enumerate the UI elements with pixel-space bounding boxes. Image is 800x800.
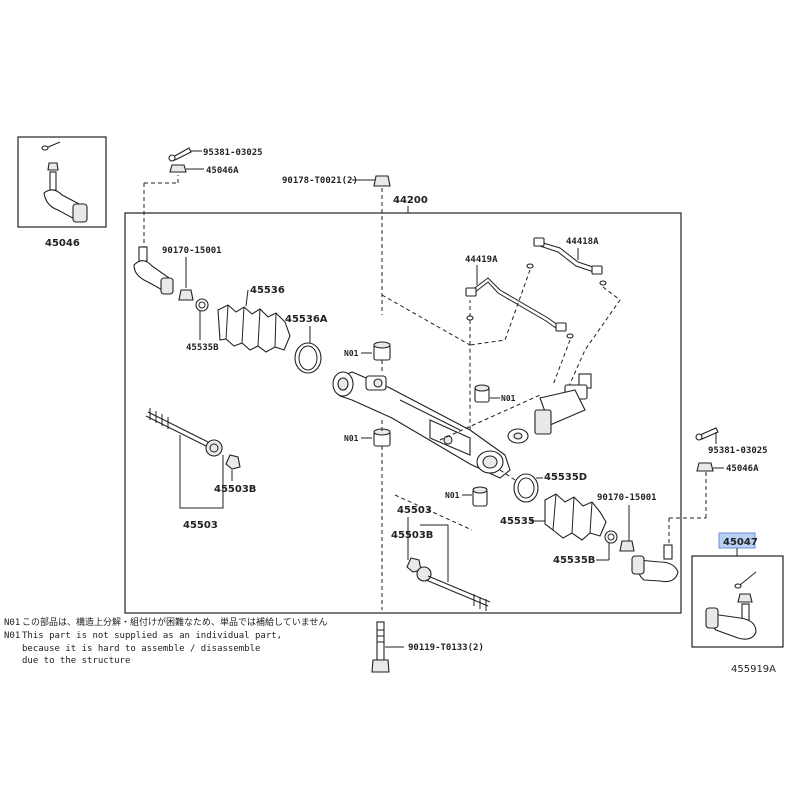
main-assembly-box [124, 212, 682, 614]
pipe-44418a-icon [526, 237, 607, 286]
label-45503-left[interactable]: 45503 [183, 520, 218, 531]
lock-washer-45503b-mid-icon [406, 557, 422, 573]
label-45046A-top[interactable]: 45046A [206, 166, 239, 176]
label-45535D[interactable]: 45535D [544, 472, 587, 483]
label-45047[interactable]: 45047 [723, 537, 758, 548]
tie-rod-end-left-icon [133, 246, 174, 295]
castle-nut-top-icon [169, 164, 187, 173]
cotter-pin-top-icon [168, 147, 192, 162]
note-line2-code: N01 [4, 631, 20, 641]
inset-box-45046 [17, 136, 107, 228]
label-95381-top[interactable]: 95381-03025 [203, 148, 263, 158]
tie-rod-45503-mid-icon [416, 566, 491, 611]
bolt-90119-icon [371, 621, 390, 673]
bushing-n01-a-icon [373, 341, 391, 361]
label-45503B-left[interactable]: 45503B [214, 484, 256, 495]
label-44418A[interactable]: 44418A [566, 237, 599, 247]
nut-90178-icon [373, 175, 391, 187]
label-45503B-mid[interactable]: 45503B [391, 530, 433, 541]
label-45535B-right[interactable]: 45535B [553, 555, 595, 566]
label-45046[interactable]: 45046 [45, 238, 80, 249]
label-n01-a[interactable]: N01 [344, 349, 359, 358]
label-44200[interactable]: 44200 [393, 195, 428, 206]
label-90178[interactable]: 90178-T0021(2) [282, 176, 358, 186]
bushing-n01-c-icon [474, 384, 490, 403]
label-45503-mid[interactable]: 45503 [397, 505, 432, 516]
lock-nut-left-icon [178, 289, 194, 301]
note-line1-code: N01 [4, 618, 20, 628]
label-45536[interactable]: 45536 [250, 285, 285, 296]
note-line2-text: This part is not supplied as an individu… [22, 631, 282, 641]
label-45536A[interactable]: 45536A [285, 314, 328, 325]
pipe-44419a-icon [465, 277, 574, 339]
lock-nut-right-icon [619, 540, 635, 552]
label-n01-d[interactable]: N01 [445, 491, 460, 500]
note-line3-text: because it is hard to assemble / disasse… [22, 644, 260, 654]
figure-code: 455919A [731, 664, 776, 675]
boot-45535-icon [544, 493, 607, 541]
label-95381-right[interactable]: 95381-03025 [708, 446, 768, 456]
tie-rod-end-right-icon [631, 544, 679, 583]
steering-rack-housing-icon [332, 371, 511, 479]
clamp-45535b-left-icon [195, 298, 209, 312]
tie-rod-end-45047-icon [705, 571, 757, 640]
tie-rod-end-45046-icon [41, 141, 88, 223]
ring-45535d-icon [513, 473, 539, 503]
label-44419A[interactable]: 44419A [465, 255, 498, 265]
pinion-valve-icon [507, 373, 592, 444]
ring-45536a-icon [294, 342, 322, 374]
bushing-n01-d-icon [472, 486, 488, 507]
castle-nut-right-icon [696, 462, 714, 472]
label-45535B-left[interactable]: 45535B [186, 343, 219, 353]
label-45535[interactable]: 45535 [500, 516, 535, 527]
cotter-pin-right-icon [695, 427, 719, 441]
tie-rod-45503-left-icon [145, 408, 223, 457]
boot-45536-icon [217, 304, 291, 353]
label-90119[interactable]: 90119-T0133(2) [408, 643, 484, 653]
bushing-n01-b-icon [373, 428, 391, 447]
clamp-45535b-right-icon [604, 530, 618, 544]
label-90170-left[interactable]: 90170-15001 [162, 246, 222, 256]
note-line1-text: この部品は、構造上分解・組付けが困難なため、単品では補給していません [22, 616, 327, 628]
label-n01-b[interactable]: N01 [344, 434, 359, 443]
inset-box-45047 [691, 555, 784, 648]
label-45046A-right[interactable]: 45046A [726, 464, 759, 474]
label-90170-right[interactable]: 90170-15001 [597, 493, 657, 503]
lock-washer-45503b-left-icon [225, 454, 241, 470]
note-line4-text: due to the structure [22, 656, 130, 666]
label-n01-c[interactable]: N01 [501, 394, 516, 403]
